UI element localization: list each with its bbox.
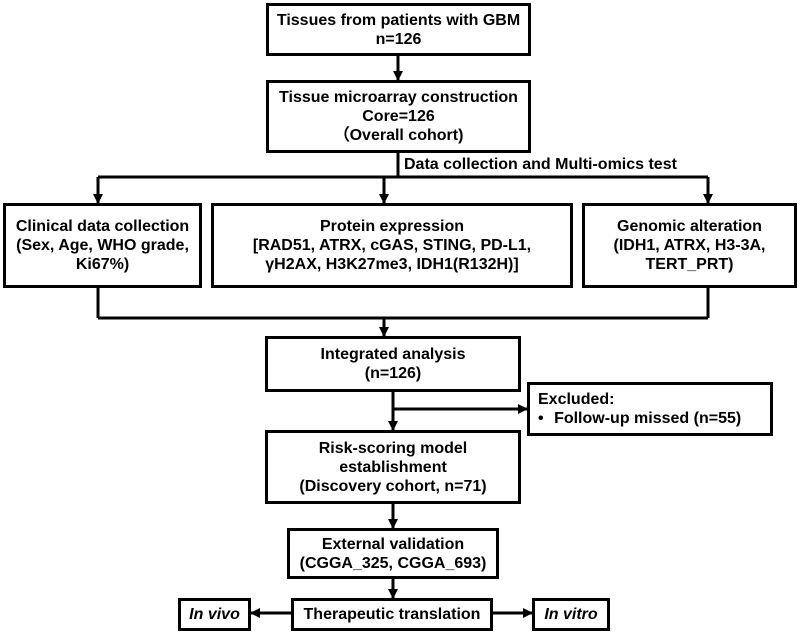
excluded-item: • Follow-up missed (n=55) bbox=[538, 409, 741, 428]
in-vivo-box: In vivo bbox=[178, 598, 251, 631]
genomic-title: Genomic alteration bbox=[617, 218, 762, 235]
tma-title: Tissue microarray construction bbox=[279, 89, 518, 106]
therapeutic-box: Therapeutic translation bbox=[291, 598, 493, 631]
clinical-box: Clinical data collection (Sex, Age, WHO … bbox=[3, 203, 202, 288]
risk-subtitle: establishment bbox=[339, 458, 447, 476]
in-vivo-label: In vivo bbox=[189, 606, 240, 623]
genomic-box: Genomic alteration (IDH1, ATRX, H3-3A, T… bbox=[582, 203, 797, 288]
integrated-box: Integrated analysis (n=126) bbox=[265, 336, 521, 392]
genomic-detail-1: (IDH1, ATRX, H3-3A, bbox=[613, 237, 766, 254]
bullet-icon: • bbox=[538, 410, 544, 427]
tissues-box: Tissues from patients with GBM n=126 bbox=[266, 3, 531, 56]
risk-box: Risk-scoring model establishment (Discov… bbox=[265, 430, 521, 504]
external-datasets: (CGGA_325, CGGA_693) bbox=[299, 554, 487, 572]
tma-box: Tissue microarray construction Core=126 … bbox=[266, 80, 531, 153]
protein-box: Protein expression [RAD51, ATRX, cGAS, S… bbox=[211, 203, 573, 288]
tma-cohort: （Overall cohort) bbox=[333, 127, 464, 144]
therapeutic-title: Therapeutic translation bbox=[303, 606, 481, 623]
risk-cohort: (Discovery cohort, n=71) bbox=[299, 477, 487, 495]
excluded-title: Excluded: bbox=[538, 391, 615, 408]
risk-title: Risk-scoring model bbox=[318, 439, 468, 457]
protein-detail-1: [RAD51, ATRX, cGAS, STING, PD-L1, bbox=[252, 237, 532, 254]
tma-core: Core=126 bbox=[362, 108, 435, 125]
clinical-detail-1: (Sex, Age, WHO grade, bbox=[16, 237, 189, 254]
in-vitro-box: In vitro bbox=[532, 598, 610, 631]
excluded-item-text: Follow-up missed (n=55) bbox=[554, 410, 742, 427]
clinical-detail-2: Ki67%) bbox=[75, 256, 130, 273]
integrated-count: (n=126) bbox=[364, 365, 422, 382]
integrated-title: Integrated analysis bbox=[320, 346, 466, 363]
tissues-title: Tissues from patients with GBM bbox=[276, 11, 521, 29]
in-vitro-label: In vitro bbox=[544, 606, 598, 623]
collection-label: Data collection and Multi-omics test bbox=[404, 156, 677, 173]
protein-detail-2: γH2AX, H3K27me3, IDH1(R132H)] bbox=[265, 256, 519, 273]
protein-title: Protein expression bbox=[319, 218, 465, 235]
external-title: External validation bbox=[321, 535, 465, 553]
genomic-detail-2: TERT_PRT) bbox=[645, 256, 734, 273]
external-box: External validation (CGGA_325, CGGA_693) bbox=[287, 528, 499, 579]
tissues-count: n=126 bbox=[375, 30, 422, 48]
excluded-box: Excluded: • Follow-up missed (n=55) bbox=[527, 382, 773, 436]
clinical-title: Clinical data collection bbox=[15, 218, 190, 235]
